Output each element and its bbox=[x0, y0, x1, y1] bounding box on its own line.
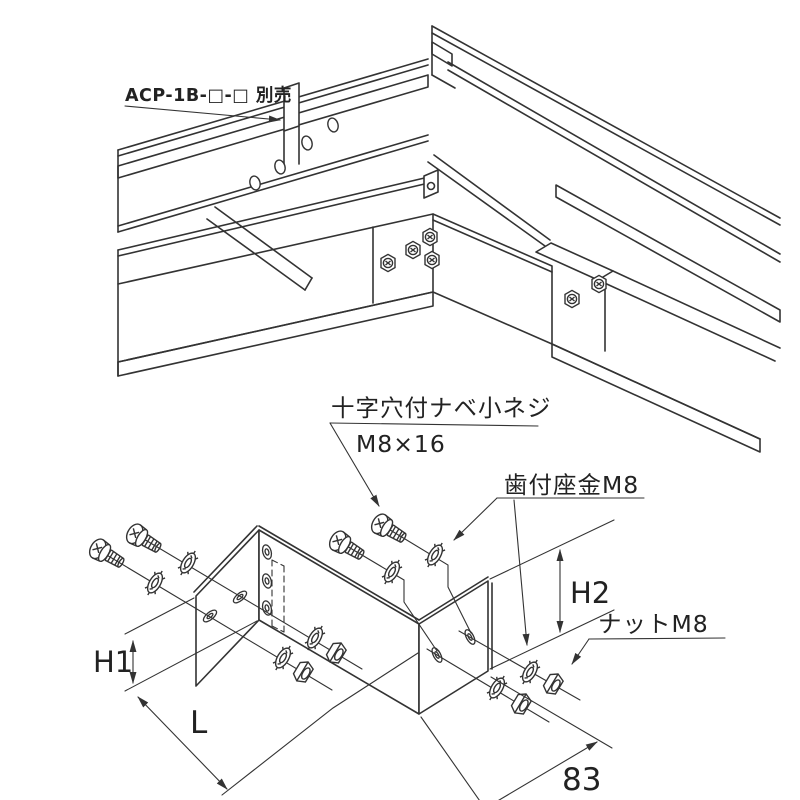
leader-line bbox=[124, 105, 281, 123]
bolt-icon bbox=[424, 250, 440, 270]
washer-label: 歯付座金M8 bbox=[504, 471, 639, 499]
rail-hole bbox=[325, 116, 341, 134]
label-underline bbox=[329, 422, 539, 427]
rail-hole bbox=[247, 174, 263, 192]
far-splice-tab bbox=[283, 82, 300, 132]
dimension-line bbox=[137, 696, 228, 790]
extension-line bbox=[221, 652, 419, 796]
bolt-icon bbox=[564, 289, 580, 309]
dim-h2-text: H2 bbox=[570, 576, 610, 610]
leader-line bbox=[329, 422, 380, 507]
label-underline bbox=[588, 637, 726, 640]
dim-h1-text: H1 bbox=[93, 645, 133, 679]
dim-l: L bbox=[137, 652, 419, 796]
bracket-left-wing bbox=[195, 529, 260, 687]
bolt-icon bbox=[380, 253, 396, 273]
toothed-washer-icon bbox=[483, 672, 511, 704]
left-far-rail bbox=[117, 58, 429, 233]
toothed-washer-icon bbox=[378, 556, 406, 588]
leader-line bbox=[513, 499, 530, 646]
screw-icon bbox=[325, 527, 369, 566]
screw-icon bbox=[85, 535, 129, 574]
nut-icon bbox=[540, 669, 566, 698]
part-number-label: ACP-1B-□-□ 別売 bbox=[125, 85, 292, 106]
toothed-washer-icon bbox=[269, 642, 297, 674]
nut-icon bbox=[290, 657, 316, 686]
assembly-axis-lines bbox=[94, 521, 581, 723]
callout-nut: ナットM8 bbox=[571, 610, 726, 665]
part-number-callout: ACP-1B-□-□ 別売 bbox=[124, 85, 292, 123]
corner-tab bbox=[423, 169, 439, 199]
toothed-washer-icon bbox=[174, 547, 202, 579]
bolt-icon bbox=[591, 274, 607, 294]
toothed-washer-icon bbox=[516, 656, 544, 688]
extension-line bbox=[489, 519, 615, 580]
toothed-washer-icon bbox=[421, 539, 449, 571]
right-far-rail bbox=[431, 25, 781, 323]
extension-line bbox=[124, 597, 195, 635]
dim-h2: H2 bbox=[489, 519, 615, 670]
leader-line bbox=[453, 497, 498, 541]
bolt-icon bbox=[422, 227, 438, 247]
ladder-corner-figure: ACP-1B-□-□ 別売 bbox=[117, 25, 781, 453]
bolt-icon bbox=[405, 240, 421, 260]
left-near-rail bbox=[117, 169, 439, 377]
leader-line bbox=[571, 638, 590, 665]
dim-83-text: 83 bbox=[562, 762, 601, 798]
corner-plate-near bbox=[432, 213, 553, 345]
right-near-rail bbox=[427, 154, 781, 453]
dimension-line bbox=[483, 741, 598, 800]
rail-hole bbox=[299, 134, 315, 152]
screw-label-line1: 十字穴付ナベ小ネジ bbox=[331, 394, 552, 422]
callout-screw: 十字穴付ナベ小ネジ M8×16 bbox=[329, 394, 552, 507]
extension-line bbox=[489, 609, 615, 670]
exploded-bracket-figure: 十字穴付ナベ小ネジ M8×16 歯付座金M8 ナットM8 H1 bbox=[85, 394, 726, 800]
dim-83: 83 bbox=[420, 676, 613, 800]
extension-line bbox=[124, 620, 258, 692]
ladder-rung bbox=[206, 206, 313, 291]
toothed-washer-icon bbox=[141, 567, 169, 599]
screw-icon bbox=[122, 520, 166, 559]
corner-bracket bbox=[193, 525, 493, 715]
bracket-right-face bbox=[418, 580, 489, 715]
screw-label-line2: M8×16 bbox=[356, 430, 446, 458]
screw-icon bbox=[367, 510, 411, 549]
callout-washer: 歯付座金M8 bbox=[453, 471, 645, 646]
dim-l-text: L bbox=[190, 705, 208, 741]
nut-label: ナットM8 bbox=[598, 610, 709, 638]
extension-line bbox=[490, 676, 613, 749]
dim-h1: H1 bbox=[93, 597, 258, 692]
extension-line bbox=[420, 716, 480, 800]
